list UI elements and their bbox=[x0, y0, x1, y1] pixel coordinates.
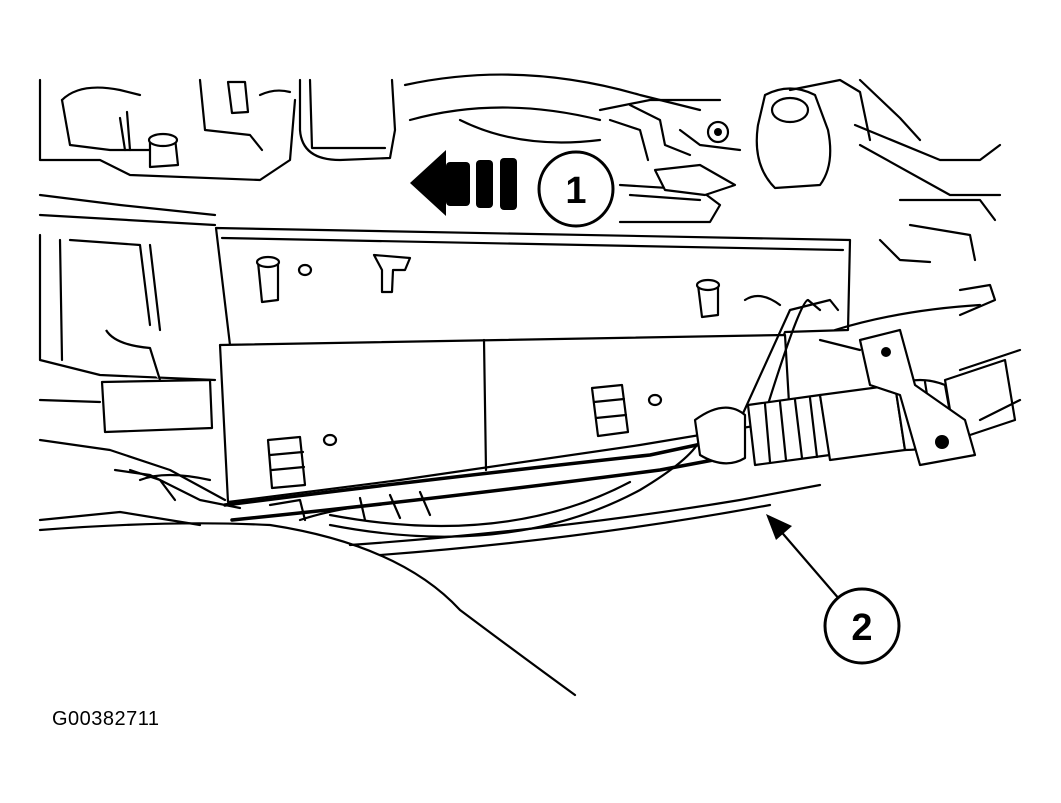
battery-tray bbox=[214, 226, 852, 504]
figure-code: G00382711 bbox=[52, 708, 160, 730]
leader-arrow bbox=[766, 514, 842, 602]
callout-1-label: 1 bbox=[565, 170, 586, 212]
callout-1: 1 bbox=[537, 150, 615, 228]
callout-1-circle bbox=[537, 150, 615, 228]
callout-2: 2 bbox=[823, 587, 901, 665]
callout-2-label: 2 bbox=[851, 607, 872, 649]
wiring-harness bbox=[113, 283, 1022, 557]
direction-arrow bbox=[410, 150, 517, 216]
fender-curve bbox=[38, 522, 577, 697]
callout-2-circle bbox=[823, 587, 901, 665]
left-side-structure bbox=[38, 233, 227, 527]
upper-engine-components bbox=[38, 73, 1002, 264]
